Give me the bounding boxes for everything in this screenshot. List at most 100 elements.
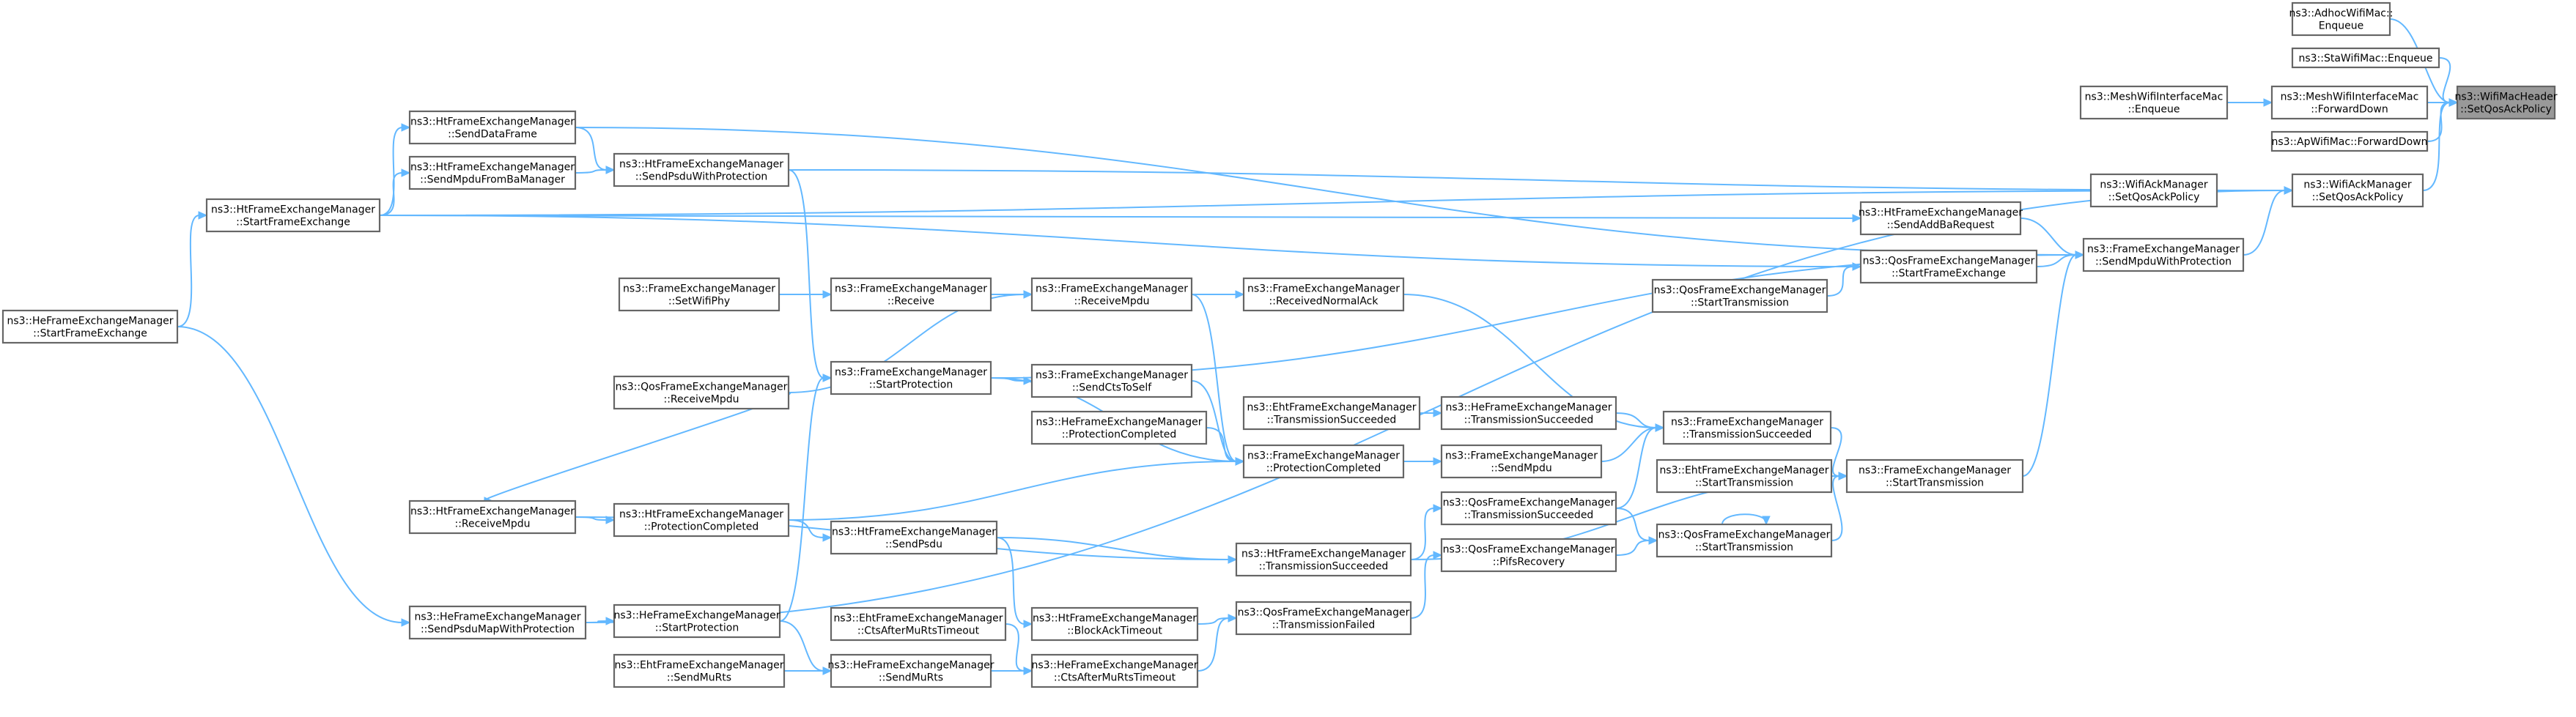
- node-ht-addba[interactable]: ns3::HtFrameExchangeManager::SendAddBaRe…: [1859, 201, 2023, 236]
- node-ht-sdf[interactable]: ns3::HtFrameExchangeManager::SendDataFra…: [408, 110, 577, 145]
- node-ht-rmpdu[interactable]: ns3::HtFrameExchangeManager::ReceiveMpdu: [408, 499, 577, 535]
- edge-n_fem_sp-to-n_fem_cts: [990, 376, 1033, 385]
- arrowhead-icon: [1762, 516, 1771, 526]
- node-ht-spwp[interactable]: ns3::HtFrameExchangeManager::SendPsduWit…: [613, 152, 790, 187]
- node-label: ::ProtectionCompleted: [644, 521, 759, 533]
- node-box: [830, 520, 998, 555]
- node-fem-smp[interactable]: ns3::FrameExchangeManager::SendMpdu: [1440, 444, 1603, 479]
- node-qos-txf[interactable]: ns3::QosFrameExchangeManager::Transmissi…: [1235, 601, 1412, 636]
- node-label: ns3::StaWifiMac::Enqueue: [2298, 53, 2432, 64]
- node-ht-sp[interactable]: ns3::HtFrameExchangeManager::SendPsdu: [830, 520, 998, 555]
- node-label: ::TransmissionFailed: [1272, 620, 1376, 631]
- node-fem-sp[interactable]: ns3::FrameExchangeManager::StartProtecti…: [830, 360, 992, 395]
- node-he-sfe[interactable]: ns3::HeFrameExchangeManager::StartFrameE…: [1, 309, 179, 344]
- node-label: ns3::FrameExchangeManager: [2087, 244, 2240, 256]
- node-box: [1030, 277, 1193, 312]
- node-qos-sfe[interactable]: ns3::QosFrameExchangeManager::StartFrame…: [1859, 249, 2038, 284]
- node-ht-txs[interactable]: ns3::HtFrameExchangeManager::Transmissio…: [1235, 542, 1412, 577]
- arrowhead-icon: [198, 211, 208, 220]
- node-label: ::SendPsdu: [885, 539, 942, 551]
- edge-n_qos_st2-to-n_fem_ts: [1831, 472, 1848, 541]
- node-box: [830, 606, 1007, 642]
- node-he-sprot[interactable]: ns3::HeFrameExchangeManager::StartProtec…: [613, 603, 781, 639]
- node-label: ::StartFrameExchange: [33, 328, 147, 340]
- node-box: [1656, 458, 1833, 494]
- node-label: ::BlockAckTimeout: [1067, 625, 1162, 637]
- node-qos-pifs[interactable]: ns3::QosFrameExchangeManager::PifsRecove…: [1440, 538, 1617, 573]
- node-fem-cts[interactable]: ns3::FrameExchangeManager::SendCtsToSelf: [1030, 363, 1193, 398]
- node-wackset[interactable]: ns3::WifiAckManager::SetQosAckPolicy: [2089, 173, 2218, 208]
- node-box: [1859, 201, 2022, 236]
- node-label: ::ReceiveMpdu: [455, 519, 531, 530]
- node-fem-rcv[interactable]: ns3::FrameExchangeManager::Receive: [830, 277, 992, 312]
- node-label: ::ReceivedNormalAck: [1269, 296, 1379, 308]
- node-fem-rna[interactable]: ns3::FrameExchangeManager::ReceivedNorma…: [1242, 277, 1405, 312]
- edge-n_ht_sfe-to-n_ht_addba: [379, 214, 1862, 223]
- node-label: ::SetQosAckPolicy: [2460, 104, 2552, 116]
- node-adhoc[interactable]: ns3::AdhocWifiMac::Enqueue: [2289, 1, 2394, 37]
- node-label: ns3::EhtFrameExchangeManager: [1659, 465, 1828, 477]
- node-fem-txs[interactable]: ns3::FrameExchangeManager::TransmissionS…: [1662, 410, 1832, 445]
- node-ht-sfe[interactable]: ns3::HtFrameExchangeManager::StartFrameE…: [205, 198, 381, 233]
- node-qos-rmpdu[interactable]: ns3::QosFrameExchangeManager::ReceiveMpd…: [613, 375, 790, 410]
- node-label: ns3::FrameExchangeManager: [1247, 450, 1400, 462]
- node-box: [1440, 491, 1617, 526]
- node-label: ns3::HeFrameExchangeManager: [7, 316, 173, 327]
- node-qos-txs[interactable]: ns3::QosFrameExchangeManager::Transmissi…: [1440, 491, 1617, 526]
- node-label: ::ReceiveMpdu: [1074, 296, 1150, 308]
- node-label: ::SendMpdu: [1491, 463, 1551, 475]
- node-box: [408, 499, 577, 535]
- node-apfwd[interactable]: ns3::ApWifiMac::ForwardDown: [2270, 130, 2429, 152]
- node-he-txs[interactable]: ns3::HeFrameExchangeManager::Transmissio…: [1440, 395, 1617, 431]
- node-label: ns3::FrameExchangeManager: [1247, 283, 1400, 295]
- node-label: ::StartProtection: [655, 623, 739, 634]
- node-ht-smfba[interactable]: ns3::HtFrameExchangeManager::SendMpduFro…: [408, 155, 577, 190]
- edge-n_he_smr-to-n_he_cmr: [990, 666, 1033, 675]
- arrowhead-icon: [605, 166, 616, 174]
- node-sta[interactable]: ns3::StaWifiMac::Enqueue: [2291, 47, 2440, 69]
- node-label: ::ProtectionCompleted: [1062, 429, 1177, 441]
- arrowhead-icon: [401, 123, 411, 132]
- node-box: [2079, 85, 2229, 120]
- node-box: [1440, 395, 1617, 431]
- node-box: [613, 653, 786, 688]
- node-ht-pc[interactable]: ns3::HtFrameExchangeManager::ProtectionC…: [613, 502, 790, 538]
- node-box: [1242, 395, 1421, 431]
- edge-n_ht_smfba-to-n_ht_spwp: [575, 166, 616, 174]
- node-label: ns3::WifiAckManager: [2100, 179, 2207, 191]
- node-qos-st1[interactable]: ns3::QosFrameExchangeManager::StartTrans…: [1651, 278, 1828, 313]
- node-box: [1235, 542, 1412, 577]
- node-he-smr[interactable]: ns3::HeFrameExchangeManager::SendMuRts: [827, 653, 994, 688]
- node-he-spmwp[interactable]: ns3::HeFrameExchangeManager::SendPsduMap…: [408, 605, 587, 640]
- node-eht-cmr[interactable]: ns3::EhtFrameExchangeManager::CtsAfterMu…: [830, 606, 1007, 642]
- node-label: ns3::MeshWifiInterfaceMac: [2085, 92, 2223, 103]
- node-meshfwd[interactable]: ns3::MeshWifiInterfaceMac::ForwardDown: [2270, 85, 2429, 120]
- node-fem-pc[interactable]: ns3::FrameExchangeManager::ProtectionCom…: [1242, 444, 1405, 479]
- node-fem-ts[interactable]: ns3::FrameExchangeManager::StartTransmis…: [1845, 458, 2024, 494]
- node-qos-st2[interactable]: ns3::QosFrameExchangeManager::StartTrans…: [1656, 523, 1833, 558]
- node-ht-bat[interactable]: ns3::HtFrameExchangeManager::BlockAckTim…: [1030, 606, 1199, 642]
- node-he-cmr[interactable]: ns3::HeFrameExchangeManager::CtsAfterMuR…: [1030, 653, 1199, 688]
- node-root[interactable]: ns3::WifiMacHeader::SetQosAckPolicy: [2454, 85, 2558, 120]
- node-eht-txs[interactable]: ns3::EhtFrameExchangeManager::Transmissi…: [1242, 395, 1421, 431]
- node-he-pc[interactable]: ns3::HeFrameExchangeManager::ProtectionC…: [1030, 410, 1208, 445]
- node-box: [1030, 410, 1208, 445]
- node-label: ns3::FrameExchangeManager: [1036, 283, 1188, 295]
- node-box: [2270, 130, 2429, 152]
- edge-n_meshenq-to-n_meshfwd: [2227, 98, 2273, 107]
- node-eht-st[interactable]: ns3::EhtFrameExchangeManager::StartTrans…: [1656, 458, 1833, 494]
- node-label: ns3::QosFrameExchangeManager: [616, 382, 788, 393]
- node-fem-rmpdu[interactable]: ns3::FrameExchangeManager::ReceiveMpdu: [1030, 277, 1193, 312]
- node-fem-phy[interactable]: ns3::FrameExchangeManager::SetWifiPhy: [618, 277, 780, 312]
- node-fem-smpdu[interactable]: ns3::FrameExchangeManager::SendMpduWithP…: [2082, 237, 2245, 272]
- node-label: ::SendCtsToSelf: [1072, 382, 1152, 394]
- node-label: ::SendAddBaRequest: [1887, 220, 1995, 231]
- node-meshenq[interactable]: ns3::MeshWifiInterfaceMac::Enqueue: [2079, 85, 2229, 120]
- node-wackset2[interactable]: ns3::WifiAckManager::SetQosAckPolicy: [2291, 173, 2424, 208]
- node-box: [1235, 601, 1412, 636]
- node-eht-smr[interactable]: ns3::EhtFrameExchangeManager::SendMuRts: [613, 653, 786, 688]
- edge-n_apfwd-to-n_root: [2426, 98, 2459, 142]
- node-label: ::StartTransmission: [1695, 542, 1793, 554]
- edge-n_ht_sfe-to-n_ht_smfba: [379, 168, 411, 216]
- edge-n_qos_st2-to-n_qos_st2: [1721, 513, 1771, 526]
